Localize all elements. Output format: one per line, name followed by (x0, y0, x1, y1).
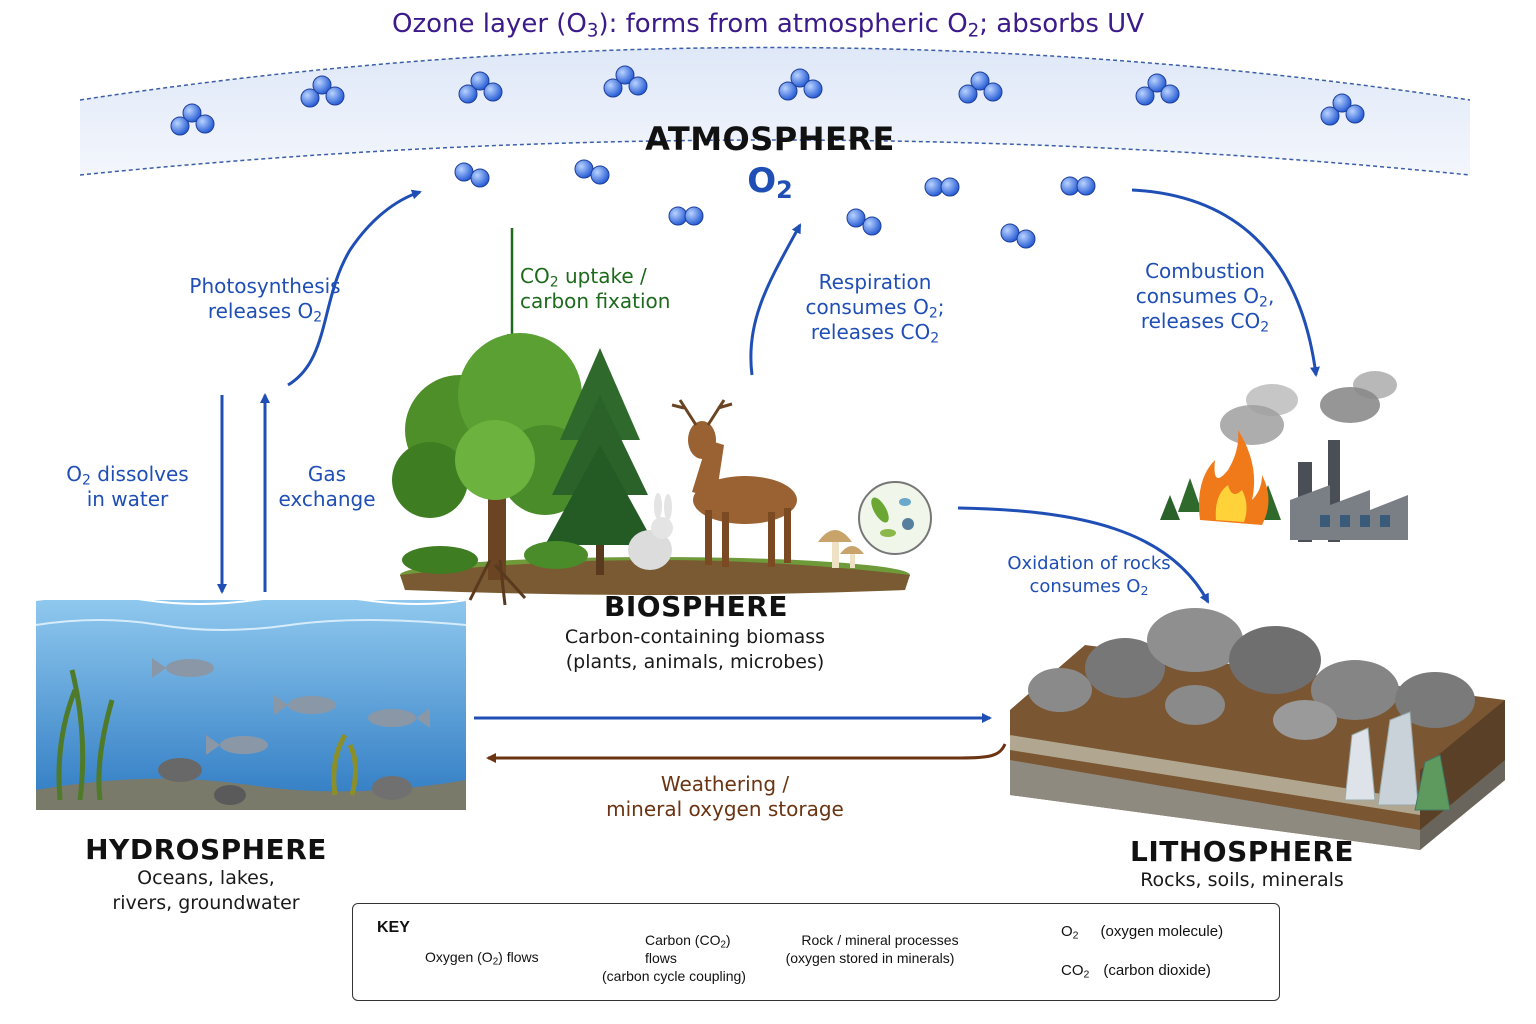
oxidation-label: Oxidation of rocks consumes O2 (1007, 553, 1171, 598)
oxidation-arrow (957, 506, 1210, 604)
rabbit-icon (628, 493, 673, 570)
crystal-icon (1414, 754, 1451, 811)
deer-icon (671, 399, 797, 567)
respiration-label: Respiration consumes O2; releases CO2 (805, 270, 945, 347)
fish-icon (152, 658, 214, 678)
biosphere-description: Carbon-containing biomass (plants, anima… (564, 626, 826, 673)
o2-molecule-icon (454, 162, 490, 188)
biosphere-illustration (392, 333, 932, 606)
o3-molecule-icon (300, 75, 345, 108)
key-rock-flow-label: Rock / mineral processes (oxygen stored … (785, 932, 959, 967)
factory-icon (1290, 440, 1408, 542)
o3-molecule-icon (1320, 93, 1365, 126)
ozone-layer-label: Ozone layer (O3): forms from atmospheric… (392, 9, 1144, 42)
key-co2-label: CO2(carbon dioxide) (1061, 962, 1211, 981)
o3-molecule-icon (1135, 73, 1180, 106)
ozone-molecules (170, 65, 1365, 136)
crystal-icon (1344, 727, 1376, 801)
o2-dissolves-label: O2 dissolves in water (66, 462, 189, 511)
o3-molecule-icon (458, 71, 503, 104)
gas-exchange-label: Gas exchange (278, 462, 376, 511)
key-oxygen-flow-label: Oxygen (O2) flows (425, 949, 539, 968)
key-title: KEY (377, 919, 410, 936)
microbe-magnifier-icon (858, 481, 932, 555)
crystal-icon (1377, 711, 1419, 806)
legend-key: KEY Oxygen (O2) flows Carbon (CO2) flows… (352, 903, 1280, 1001)
ozone-layer-band (79, 46, 1471, 176)
weathering-label: Weathering / mineral oxygen storage (606, 772, 844, 821)
photosynthesis-arrow (287, 189, 422, 387)
mushroom-icon (818, 530, 864, 568)
hydrosphere-illustration (35, 595, 467, 810)
atmosphere-o2-molecules (454, 159, 1096, 249)
biosphere-title: BIOSPHERE (604, 590, 788, 623)
combustion-label: Combustion consumes O2, releases CO2 (1135, 259, 1275, 336)
atmosphere-formula: O2 (747, 161, 793, 204)
o2-molecule-icon (574, 159, 610, 185)
weathering-arrow (486, 743, 1007, 763)
hydrosphere-title: HYDROSPHERE (85, 833, 327, 866)
o3-molecule-icon (778, 68, 823, 101)
photosynthesis-label: Photosynthesis releases O2 (189, 274, 341, 326)
fish-icon (206, 735, 268, 755)
fire-icon (1199, 430, 1269, 525)
lithosphere-title: LITHOSPHERE (1129, 835, 1355, 868)
o2-molecule-icon (846, 208, 882, 236)
o2-molecule-icon (1060, 176, 1096, 196)
key-carbon-flow-label: Carbon (CO2) flows (carbon cycle couplin… (602, 932, 746, 985)
lithosphere-description: Rocks, soils, minerals (1140, 869, 1344, 891)
o3-molecule-icon (603, 65, 648, 98)
o3-molecule-icon (958, 71, 1003, 104)
respiration-arrow (749, 223, 802, 376)
fish-icon (368, 708, 430, 728)
o2-molecule-icon (1000, 223, 1036, 249)
lithosphere-illustration (1010, 608, 1505, 850)
fish-icon (274, 695, 336, 715)
o3-molecule-icon (170, 103, 215, 136)
combustion-illustration (1160, 371, 1408, 542)
flow-arrows (217, 188, 1320, 763)
combustion-arrow (1131, 188, 1320, 377)
o2-molecule-icon (668, 206, 704, 226)
key-o2-label: O2(oxygen molecule) (1061, 923, 1224, 942)
atmosphere-title: ATMOSPHERE (645, 120, 895, 158)
co2-uptake-label: CO2 uptake / carbon fixation (520, 264, 671, 313)
o2-molecule-icon (924, 177, 960, 197)
hydrosphere-description: Oceans, lakes, rivers, groundwater (112, 867, 300, 914)
